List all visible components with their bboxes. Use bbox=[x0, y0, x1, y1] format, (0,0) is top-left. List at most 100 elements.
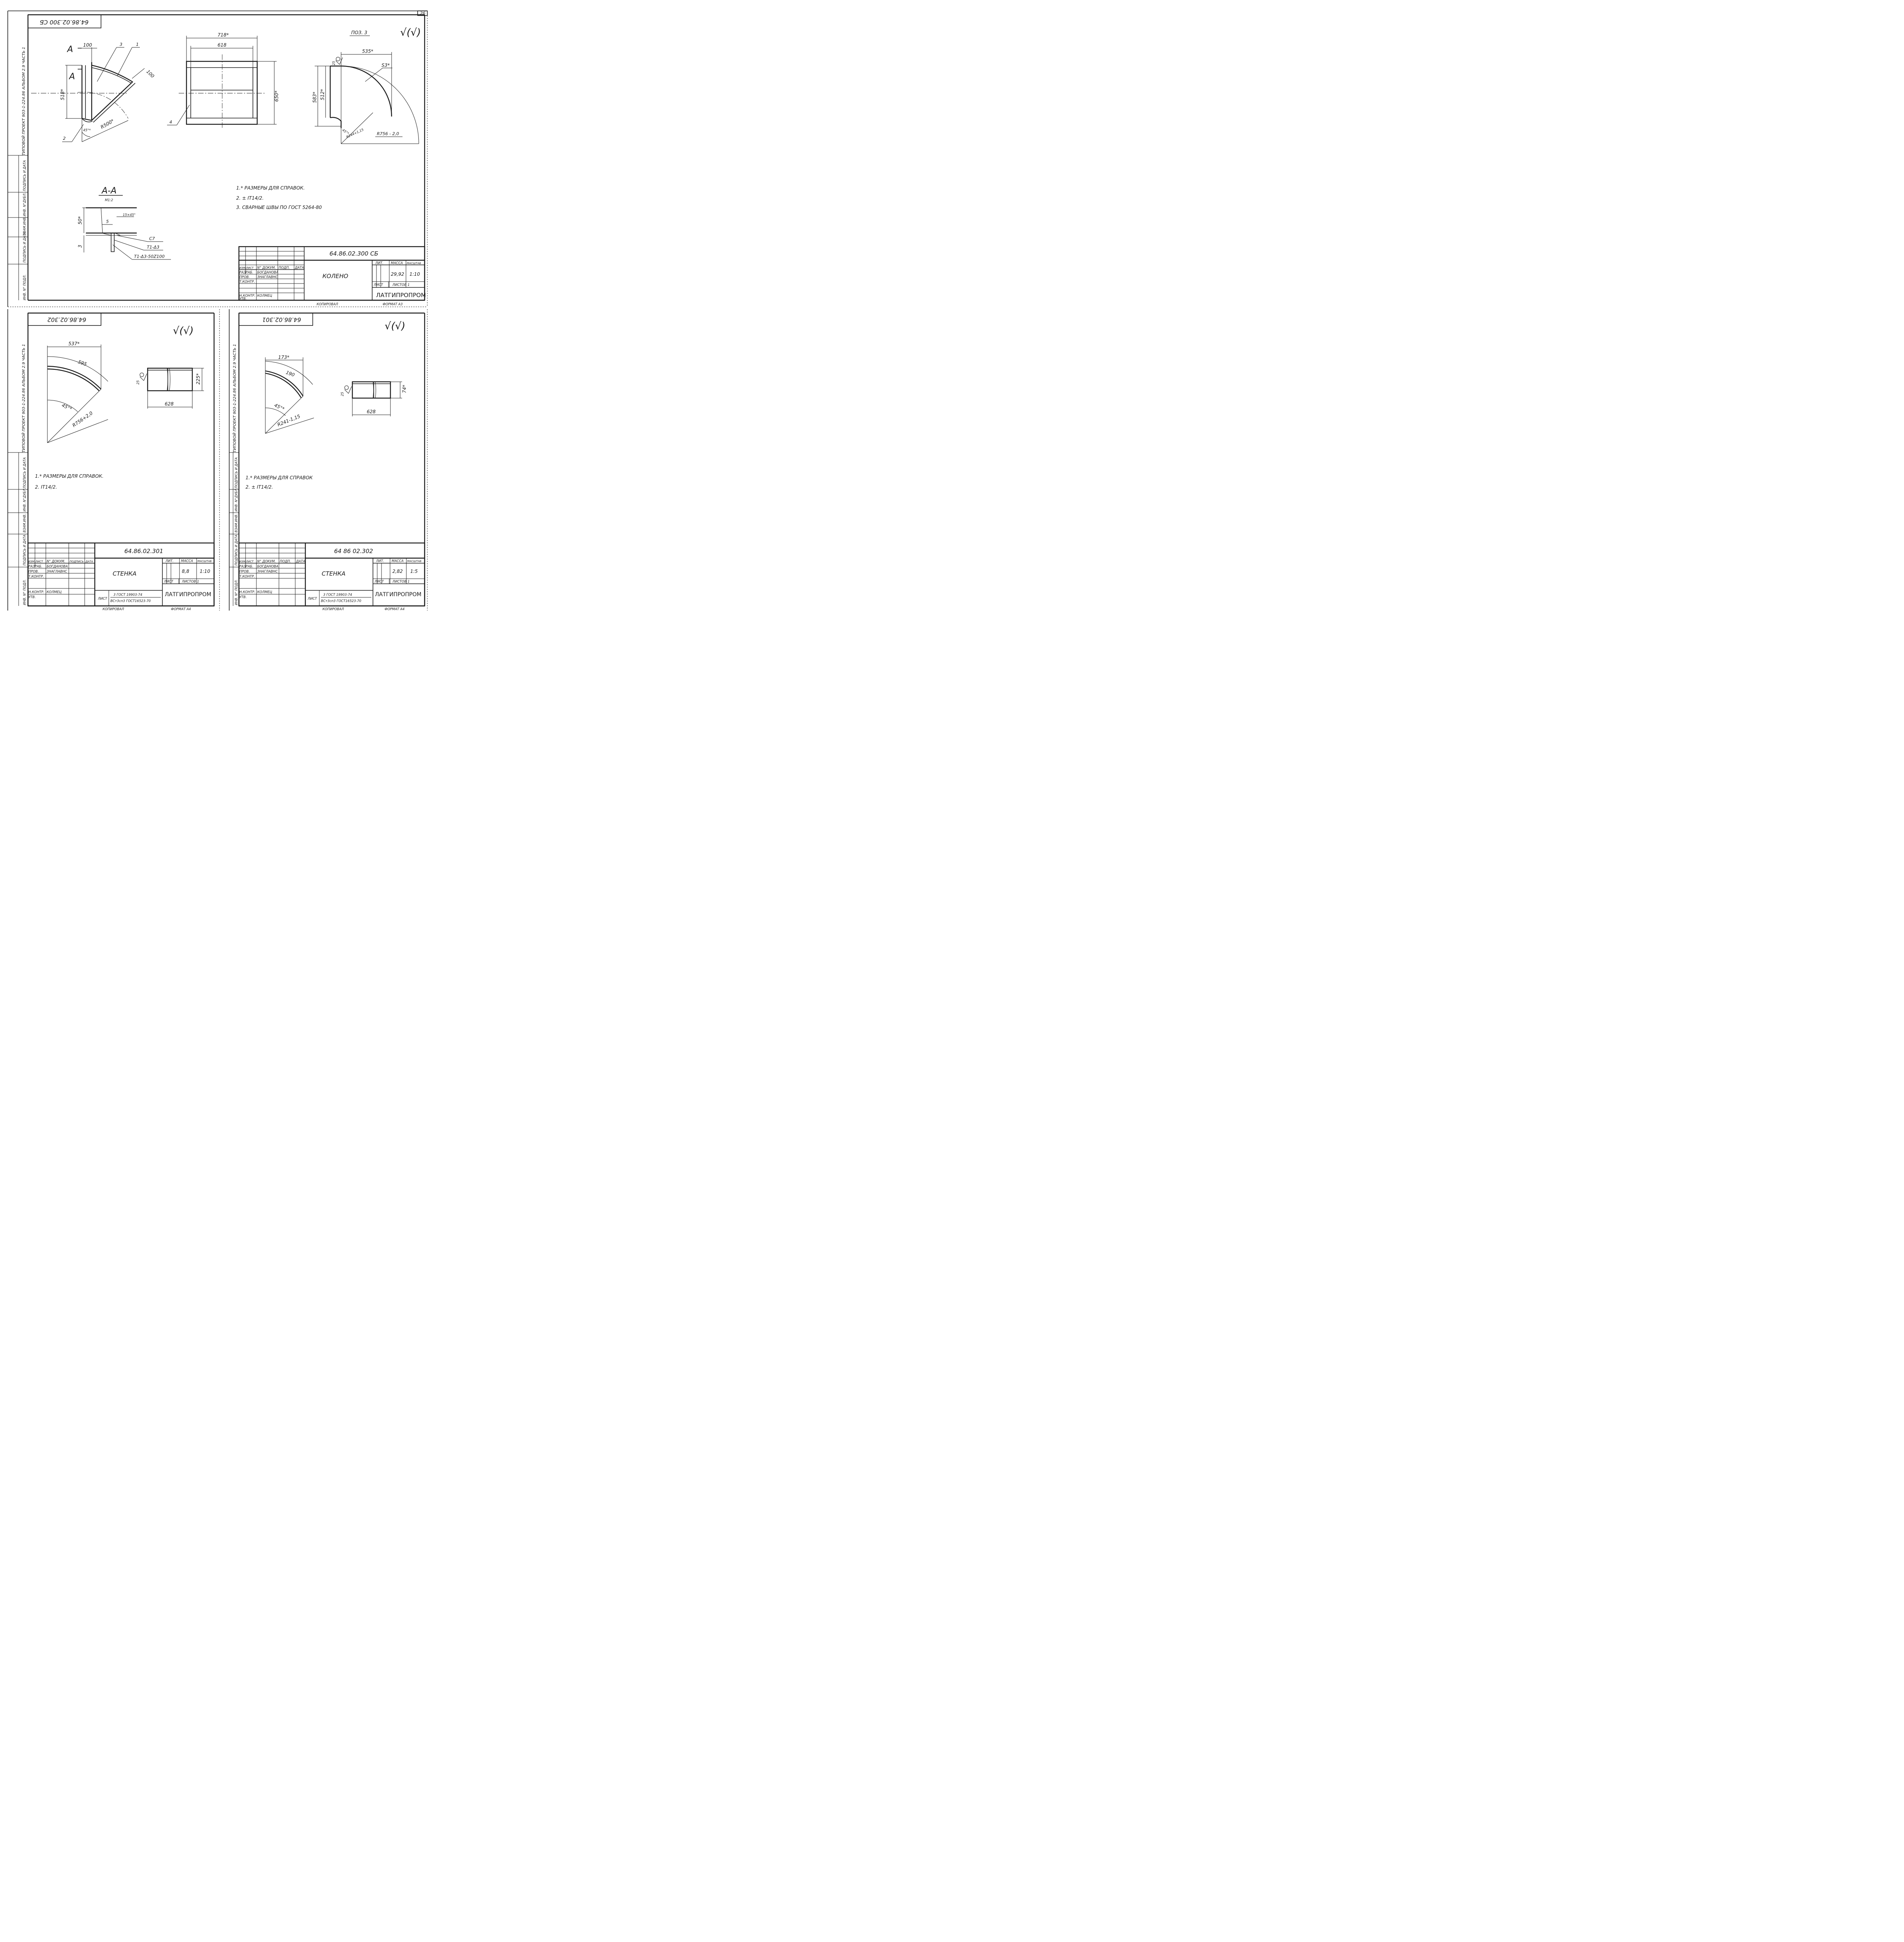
section-title: А-А bbox=[101, 186, 117, 196]
tb-top-role-5: УТВ. bbox=[239, 297, 247, 301]
br-strip-view: 628 74* 25 bbox=[341, 381, 407, 416]
surface-symbol-br: √(√) bbox=[385, 320, 405, 332]
section-mark-a1: А bbox=[66, 45, 73, 54]
tb-br-copied: КОПИРОВАЛ bbox=[322, 607, 344, 611]
tb-bl-name-4: КОЛМЕЦ bbox=[47, 590, 62, 594]
bl-note-2: 2. IT14/2. bbox=[35, 484, 57, 490]
br-dim-74: 74* bbox=[402, 385, 407, 393]
tb-br-name: СТЕНКА bbox=[322, 570, 345, 577]
tb-br-sheets: ЛИСТОВ 1 bbox=[392, 580, 410, 584]
callout-1: 1 bbox=[136, 42, 139, 47]
tb-br-scale-label: МАСШТАБ bbox=[407, 560, 422, 563]
dim-50: 50* bbox=[77, 216, 83, 224]
tb-br-scale: 1:5 bbox=[410, 569, 418, 574]
side-label-br: ТИПОВОЙ ПРОЕКТ 903-1-224.86 АЛЬБОМ 2.9 Ч… bbox=[232, 344, 237, 452]
bl-rough: 25 bbox=[136, 380, 140, 385]
stamp-cell-bl-3: ВЗАМ.ИНВ. bbox=[23, 514, 27, 532]
tb-bl-mass: 8,8 bbox=[182, 569, 189, 574]
side-column-bl: ТИПОВОЙ ПРОЕКТ 903-1-224.86 АЛЬБОМ 2.9 Ч… bbox=[8, 344, 28, 606]
tb-bl-mat-1: 3 ГОСТ 19903-74 bbox=[113, 593, 142, 597]
tb-bl-role-2: ПРОВ. bbox=[28, 570, 39, 574]
tb-br-sheet: ЛИСТ bbox=[374, 580, 384, 584]
tb-br-role-1: РАЗРАБ. bbox=[239, 565, 253, 569]
dim-5: 5 bbox=[106, 219, 109, 224]
sheet-frames bbox=[7, 10, 428, 611]
dim-650: 650* bbox=[274, 90, 279, 102]
stamp-cell-top-1: ИНВ. N° ПОДЛ. bbox=[23, 275, 27, 300]
side-column-top: ТИПОВОЙ ПРОЕКТ 903-1-224.86 АЛЬБОМ 2.9 Ч… bbox=[8, 47, 28, 300]
tb-br-mat-1: 3 ГОСТ 19903-74 bbox=[323, 593, 352, 597]
tb-br-h2: ЛИСТ bbox=[246, 560, 254, 563]
tb-br-code: 64 86 02.302 bbox=[334, 548, 373, 555]
dim-718: 718* bbox=[218, 32, 229, 38]
stamp-cell-bl-4: ИНВ. N°ДУБЛ. bbox=[23, 488, 27, 512]
tb-br-org: ЛАТГИПРОПРОМ bbox=[375, 592, 422, 598]
br-dim-r241: R241-1,15 bbox=[277, 413, 301, 427]
stamp-cell-top-3: ВЗАМ.ИНВ. bbox=[23, 217, 27, 235]
tb-bl-sheets: ЛИСТОВ 1 bbox=[181, 580, 199, 584]
notes-top: 1.* РАЗМЕРЫ ДЛЯ СПРАВОК. 2. ± IT14/2. 3.… bbox=[236, 185, 322, 210]
position-label: ПОЗ. 3 bbox=[351, 30, 367, 35]
br-dim-45: 45°* bbox=[273, 402, 286, 412]
tb-top-h4: ПОДП. bbox=[279, 266, 290, 270]
sheet-bl: 64.86.02.302 √(√) 537* 595 45°* R756+2,0 bbox=[27, 313, 215, 611]
tb-top-name: КОЛЕНО bbox=[322, 273, 348, 280]
section-aa: А-А М1:2 50* 3 5 15×45° bbox=[77, 186, 171, 260]
tb-bl-code: 64.86.02.301 bbox=[124, 548, 163, 555]
stamp-cell-br-2: ПОДПИСЬ И ДАТА bbox=[235, 534, 239, 566]
tb-bl-mass-label: МАССА bbox=[181, 559, 193, 563]
dim-45a: 45°* bbox=[83, 129, 91, 132]
elbow-side-view: 718* 618 650* 4 bbox=[167, 32, 279, 128]
br-dim-173: 173* bbox=[278, 355, 289, 360]
tb-bl-role-1: РАЗРАБ. bbox=[28, 565, 42, 569]
bl-dim-595: 595 bbox=[77, 359, 87, 367]
bl-dim-225: 225* bbox=[195, 373, 201, 385]
br-note-1: 1.* РАЗМЕРЫ ДЛЯ СПРАВОК bbox=[246, 475, 313, 480]
tb-top-name-4: КОЛМЕЦ bbox=[257, 294, 272, 298]
tb-br-h3: N° ДОКУМ. bbox=[257, 560, 276, 564]
br-arc-view: 173* 190 45°* R241-1,15 bbox=[265, 355, 314, 434]
surface-symbol-top: √(√) bbox=[400, 27, 421, 38]
tb-bl-role-4: Н.КОНТР. bbox=[28, 590, 44, 594]
tb-top-h3: N° ДОКУМ. bbox=[257, 266, 276, 270]
stamp-cell-br-5: ПОДПИСЬ И ДАТА bbox=[235, 457, 239, 488]
tb-top-mass-label: МАССА bbox=[391, 261, 403, 265]
dim-r756: R756 - 2,0 bbox=[377, 131, 399, 136]
tb-top-org: ЛАТГИПРОПРОМ bbox=[376, 292, 426, 299]
side-label-top: ТИПОВОЙ ПРОЕКТ 903-1-224.86 АЛЬБОМ 2.9 Ч… bbox=[21, 47, 26, 155]
tb-top-role-3: Т.КОНТР. bbox=[239, 280, 255, 284]
bl-code-inverted: 64.86.02.302 bbox=[47, 316, 86, 323]
tb-br-role-3: Т.КОНТР. bbox=[239, 575, 255, 579]
tb-br-mass: 2,82 bbox=[392, 569, 403, 574]
br-dim-190: 190 bbox=[285, 370, 296, 378]
tb-br-role-4: Н.КОНТР. bbox=[239, 590, 255, 594]
tb-bl-mat-2: ВСт3сп3 ГОСТ16523-70 bbox=[110, 599, 151, 603]
note-top-1: 1.* РАЗМЕРЫ ДЛЯ СПРАВОК. bbox=[236, 185, 305, 191]
tb-bl-org: ЛАТГИПРОПРОМ bbox=[165, 592, 211, 598]
tb-br-h5: ДАТА bbox=[296, 560, 305, 564]
callout-2: 2 bbox=[63, 136, 66, 141]
br-rough: 25 bbox=[341, 392, 345, 396]
tb-bl-h2: ЛИСТ bbox=[35, 560, 43, 563]
weld-c7: С7 bbox=[149, 236, 155, 241]
surface-symbol-bl: √(√) bbox=[173, 325, 193, 337]
tb-bl-name-1: БОГДАНОВА bbox=[47, 565, 68, 569]
page-number: 26 bbox=[420, 11, 425, 16]
tb-bl-name: СТЕНКА bbox=[113, 570, 136, 577]
tb-br-role-2: ПРОВ. bbox=[239, 570, 250, 574]
stamp-cell-br-1: ИНВ. N° ПОДЛ. bbox=[235, 579, 239, 605]
tb-top-h2: ЛИСТ bbox=[246, 266, 254, 270]
dim-518: 518* bbox=[60, 89, 65, 100]
tb-top-format: ФОРМАТ А3 bbox=[383, 303, 402, 306]
stamp-cell-bl-2: ПОДПИСЬ И ДАТА bbox=[23, 534, 27, 566]
tb-bl-h1: ИЗМ. bbox=[28, 560, 35, 563]
stamp-cell-top-5: ПОДПИСЬ И ДАТА bbox=[23, 160, 27, 191]
tb-bl-lit: ЛИТ. bbox=[165, 559, 174, 563]
tb-top-mass: 29,92 bbox=[391, 271, 404, 277]
tb-br-name-4: КОЛМЕЦ bbox=[257, 590, 272, 594]
stamp-cell-top-4: ИНВ. N°ДУБЛ. bbox=[23, 193, 27, 216]
bl-dim-45: 45°* bbox=[61, 402, 73, 412]
tb-bl-role-5: УТВ. bbox=[28, 595, 36, 599]
tb-bl-h5: ДАТА bbox=[85, 560, 93, 563]
weld-t1: Т1-Δ3 bbox=[147, 245, 159, 250]
